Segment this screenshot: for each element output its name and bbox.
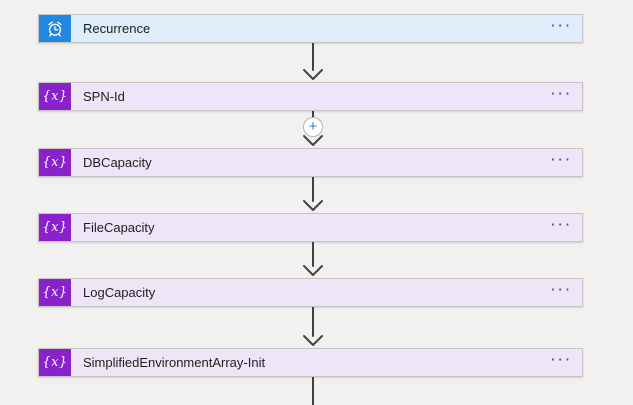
flow-step-card[interactable]: {x} SimplifiedEnvironmentArray-Init ··· <box>38 348 583 377</box>
step-menu-button[interactable]: ··· <box>551 152 573 167</box>
flow-step-card[interactable]: {x} SPN-Id ··· <box>38 82 583 111</box>
variable-icon: {x} <box>42 155 68 170</box>
step-menu-button[interactable]: ··· <box>551 217 573 232</box>
step-icon <box>39 15 71 42</box>
variable-icon: {x} <box>42 355 68 370</box>
step-icon: {x} <box>39 279 71 306</box>
step-menu-button[interactable]: ··· <box>551 282 573 297</box>
flow-step-card[interactable]: {x} FileCapacity ··· <box>38 213 583 242</box>
flow-step-card[interactable]: Recurrence ··· <box>38 14 583 43</box>
step-menu-button[interactable]: ··· <box>551 86 573 101</box>
step-title: SimplifiedEnvironmentArray-Init <box>83 355 266 370</box>
flow-step-card[interactable]: {x} DBCapacity ··· <box>38 148 583 177</box>
step-icon: {x} <box>39 149 71 176</box>
step-menu-button[interactable]: ··· <box>551 18 573 33</box>
insert-step-button[interactable]: + <box>303 117 323 137</box>
variable-icon: {x} <box>42 285 68 300</box>
step-icon: {x} <box>39 349 71 376</box>
flow-step-card[interactable]: {x} LogCapacity ··· <box>38 278 583 307</box>
step-title: DBCapacity <box>83 155 152 170</box>
step-icon: {x} <box>39 214 71 241</box>
step-icon: {x} <box>39 83 71 110</box>
step-title: FileCapacity <box>83 220 155 235</box>
plus-icon: + <box>308 118 318 135</box>
step-title: Recurrence <box>83 21 151 36</box>
alarm-clock-icon <box>48 21 62 36</box>
step-menu-button[interactable]: ··· <box>551 352 573 367</box>
step-title: LogCapacity <box>83 285 156 300</box>
variable-icon: {x} <box>42 220 68 235</box>
step-title: SPN-Id <box>83 89 125 104</box>
variable-icon: {x} <box>42 89 68 104</box>
